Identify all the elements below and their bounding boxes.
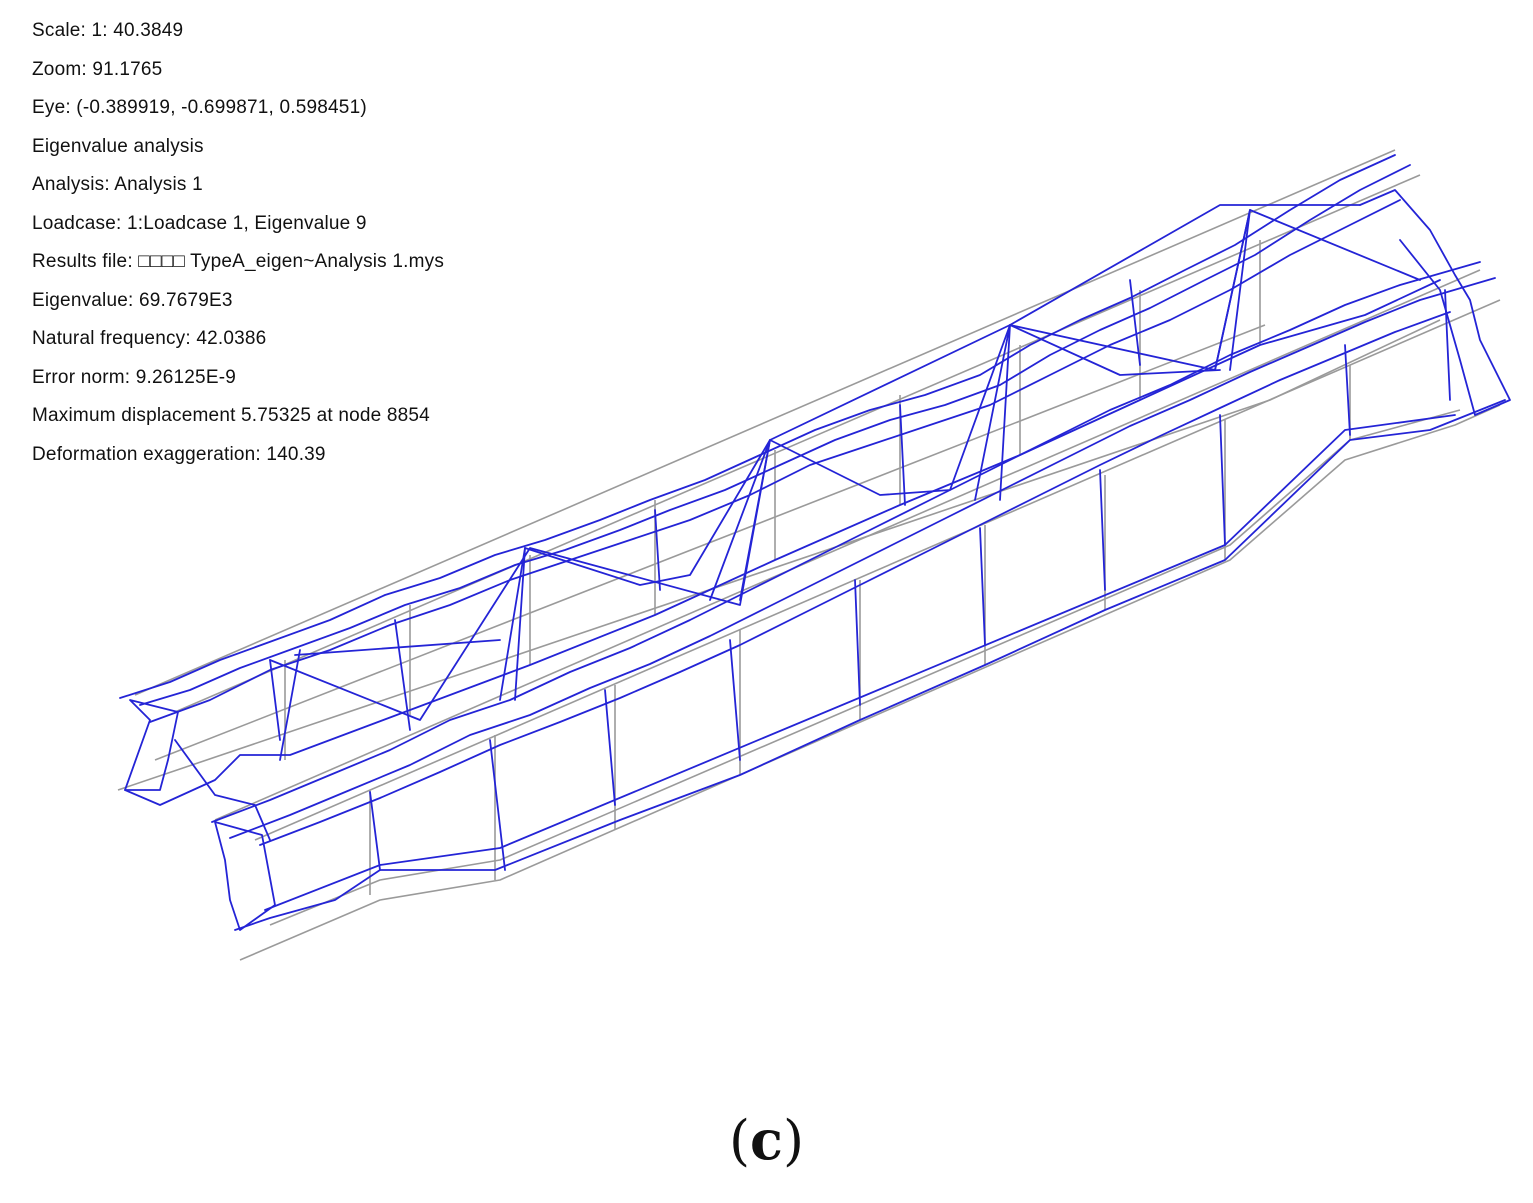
natural-frequency-readout: Natural frequency: 42.0386: [32, 328, 267, 349]
deformed-far-end-plate: [1359, 189, 1511, 416]
eigenvalue-readout: Eigenvalue: 69.7679E3: [32, 289, 233, 311]
deformed-end-plate-right: [214, 821, 276, 931]
deformed-bracing: [269, 204, 1421, 761]
deformed-bottom-flange-right: [234, 399, 1506, 931]
undeformed-mesh: [117, 149, 1501, 961]
deformed-bottom-flange-left: [124, 279, 1441, 806]
eye-readout: Eye: (-0.389919, -0.699871, 0.598451): [32, 97, 367, 118]
analysis-info-panel: Scale: 1: 40.3849 Zoom: 91.1765 Eye: (-0…: [32, 20, 444, 482]
undeformed-top-chord-left: [134, 149, 1396, 696]
undeformed-bottom-flange-right: [239, 404, 1501, 961]
results-file: Results file: □□□□ TypeA_eigen~Analysis …: [32, 251, 445, 272]
deformed-top-flange-right-inner: [229, 277, 1496, 839]
analysis-type: Eigenvalue analysis: [32, 135, 204, 157]
deformed-end-plate-left: [124, 699, 179, 791]
caption-open-paren: (: [728, 1109, 751, 1172]
deformed-top-flange-left-inner: [139, 164, 1411, 706]
analysis-name: Analysis: Analysis 1: [32, 174, 203, 195]
caption-close-paren: ): [782, 1109, 805, 1172]
undeformed-bottom-flange-left: [117, 319, 1441, 791]
caption-letter: c: [750, 1108, 783, 1172]
figure-caption: (c): [0, 1108, 1533, 1172]
deformed-stiffeners: [369, 279, 1451, 871]
zoom-readout: Zoom: 91.1765: [32, 58, 163, 80]
max-displacement-readout: Maximum displacement 5.75325 at node 885…: [32, 405, 430, 426]
deformed-web-top-left: [149, 199, 1401, 723]
deformed-web-top-right: [259, 311, 1451, 846]
deformed-top-flange-left-outer: [119, 154, 1396, 699]
deformed-mesh: [119, 154, 1511, 931]
deformed-bottom-web-right: [264, 414, 1456, 911]
error-norm-readout: Error norm: 9.26125E-9: [32, 366, 236, 388]
undeformed-top-chord-right-inner: [254, 299, 1501, 841]
undeformed-web-lower-right: [269, 409, 1461, 926]
deformed-top-flange-right-outer: [211, 261, 1481, 823]
undeformed-stiffeners: [284, 240, 1351, 895]
undeformed-top-chord-left-inner: [174, 174, 1421, 713]
undeformed-top-chord-right: [214, 269, 1481, 821]
loadcase-readout: Loadcase: 1:Loadcase 1, Eigenvalue 9: [32, 212, 367, 234]
deformation-exaggeration-readout: Deformation exaggeration: 140.39: [32, 443, 326, 465]
deformed-end-plate-right-detail: [174, 739, 271, 841]
scale-readout: Scale: 1: 40.3849: [32, 20, 184, 41]
